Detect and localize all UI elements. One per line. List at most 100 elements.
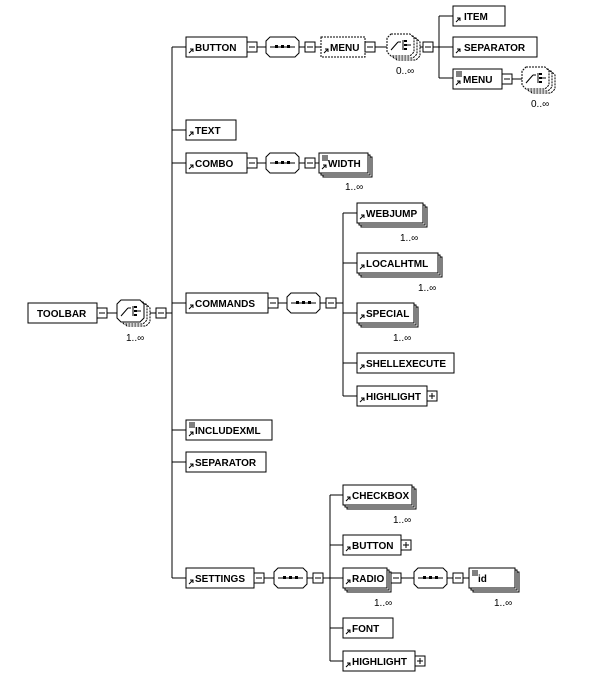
element-includexml[interactable]: INCLUDEXML [185, 419, 273, 441]
element-font-label: FONT [352, 624, 379, 635]
element-special[interactable]: SPECIAL [356, 302, 419, 328]
occurrence-label: 1..∞ [393, 333, 411, 344]
collapse-toggle-icon[interactable] [253, 572, 265, 584]
element-shellexecute[interactable]: SHELLEXECUTE [356, 352, 455, 374]
collapse-toggle-icon[interactable] [422, 41, 434, 53]
element-combo[interactable]: COMBO [185, 152, 248, 174]
collapse-toggle-icon[interactable] [452, 572, 464, 584]
collapse-toggle-icon[interactable] [390, 572, 402, 584]
sequence-compositor-icon [286, 292, 321, 314]
element-highlight-label: HIGHLIGHT [366, 392, 421, 403]
link-arrow-icon [188, 463, 194, 469]
element-button-settings[interactable]: BUTTON [342, 534, 402, 556]
link-arrow-icon [455, 48, 461, 54]
collapse-toggle-icon[interactable] [246, 157, 258, 169]
sequence-compositor-icon [273, 567, 308, 589]
element-separator[interactable]: SEPARATOR [185, 451, 267, 473]
element-text[interactable]: TEXT [185, 119, 237, 141]
element-toolbar[interactable]: TOOLBAR [27, 302, 98, 324]
element-item-label: ITEM [464, 12, 488, 23]
sequence-compositor-icon [413, 567, 448, 589]
collapse-toggle-icon[interactable] [246, 41, 258, 53]
element-settings-label: SETTINGS [195, 574, 245, 585]
element-highlight-settings[interactable]: HIGHLIGHT [342, 650, 416, 672]
element-width-label: WIDTH [328, 159, 361, 170]
link-arrow-icon [359, 214, 365, 220]
link-arrow-icon [321, 164, 327, 170]
element-localhtml[interactable]: LOCALHTML [356, 252, 443, 278]
collapse-toggle-icon[interactable] [155, 307, 167, 319]
occurrence-label: 1..∞ [374, 598, 392, 609]
collapse-toggle-icon[interactable] [267, 297, 279, 309]
element-separator-top-label: SEPARATOR [195, 458, 257, 469]
link-arrow-icon [345, 662, 351, 668]
element-text-label: TEXT [195, 126, 221, 137]
link-arrow-icon [188, 304, 194, 310]
element-radio-label: RADIO [352, 574, 384, 585]
occurrence-label: 0..∞ [531, 99, 549, 110]
choice-compositor-optional-icon [386, 33, 421, 61]
element-width[interactable]: WIDTH [318, 152, 373, 178]
collapse-toggle-icon[interactable] [364, 41, 376, 53]
collapse-toggle-icon[interactable] [312, 572, 324, 584]
element-commands[interactable]: COMMANDS [185, 292, 269, 314]
element-menu-label: MENU [330, 43, 359, 54]
element-radio[interactable]: RADIO [342, 567, 392, 593]
collapse-toggle-icon[interactable] [325, 297, 337, 309]
connector-lines [107, 15, 522, 662]
collapse-toggle-icon[interactable] [304, 157, 316, 169]
element-button-settings-label: BUTTON [352, 541, 393, 552]
occurrence-label: 1..∞ [393, 515, 411, 526]
link-arrow-icon [188, 579, 194, 585]
expand-toggle-icon[interactable] [414, 655, 426, 667]
element-button[interactable]: BUTTON [185, 36, 248, 58]
occurrence-label: 1..∞ [494, 598, 512, 609]
occurrence-label: 1..∞ [400, 233, 418, 244]
element-combo-label: COMBO [195, 159, 234, 170]
element-separator-menu[interactable]: SEPARATOR [452, 36, 538, 58]
occurrence-label: 1..∞ [126, 333, 144, 344]
link-arrow-icon [359, 264, 365, 270]
occurrence-label: 1..∞ [418, 283, 436, 294]
link-arrow-icon [323, 48, 329, 54]
collapse-toggle-icon[interactable] [501, 73, 513, 85]
collapse-toggle-icon[interactable] [304, 41, 316, 53]
link-arrow-icon [359, 364, 365, 370]
element-checkbox-label: CHECKBOX [352, 491, 410, 502]
link-arrow-icon [345, 546, 351, 552]
link-arrow-icon [345, 629, 351, 635]
sequence-compositor-icon [265, 152, 300, 174]
element-settings[interactable]: SETTINGS [185, 567, 255, 589]
element-highlight-commands[interactable]: HIGHLIGHT [356, 385, 428, 407]
element-webjump[interactable]: WEBJUMP [356, 202, 428, 228]
link-arrow-icon [188, 164, 194, 170]
element-menu-nested[interactable]: MENU [452, 68, 503, 90]
link-arrow-icon [359, 397, 365, 403]
link-arrow-icon [455, 17, 461, 23]
element-includexml-label: INCLUDEXML [195, 426, 261, 437]
element-highlight-settings-label: HIGHLIGHT [352, 657, 407, 668]
occurrence-label: 0..∞ [396, 66, 414, 77]
collapse-toggle-icon[interactable] [96, 307, 108, 319]
element-separator-label: SEPARATOR [464, 43, 526, 54]
expand-toggle-icon[interactable] [426, 390, 438, 402]
link-arrow-icon [455, 80, 461, 86]
link-arrow-icon [188, 48, 194, 54]
element-item[interactable]: ITEM [452, 5, 506, 27]
element-shellexecute-label: SHELLEXECUTE [366, 359, 446, 370]
element-webjump-label: WEBJUMP [366, 209, 417, 220]
element-toolbar-label: TOOLBAR [37, 309, 87, 320]
element-special-label: SPECIAL [366, 309, 409, 320]
expand-toggle-icon[interactable] [400, 539, 412, 551]
element-menu-optional[interactable]: MENU [320, 36, 366, 58]
element-id[interactable]: id [468, 567, 520, 593]
choice-compositor-optional-icon [521, 66, 556, 94]
element-checkbox[interactable]: CHECKBOX [342, 484, 417, 510]
element-font[interactable]: FONT [342, 617, 394, 639]
link-arrow-icon [359, 314, 365, 320]
element-menu-nested-label: MENU [463, 75, 492, 86]
choice-compositor-icon [116, 299, 151, 327]
element-commands-label: COMMANDS [195, 299, 255, 310]
